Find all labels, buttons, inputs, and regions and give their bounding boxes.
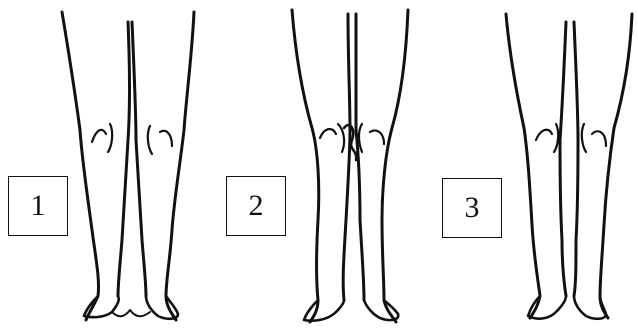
panel-label-1: 1 xyxy=(8,176,68,236)
legs-drawing-2 xyxy=(292,10,408,322)
legs-drawing-3 xyxy=(506,14,632,319)
panel-label-2: 2 xyxy=(226,176,286,236)
legs-drawing-1 xyxy=(62,12,194,320)
panel-label-3: 3 xyxy=(442,178,502,238)
